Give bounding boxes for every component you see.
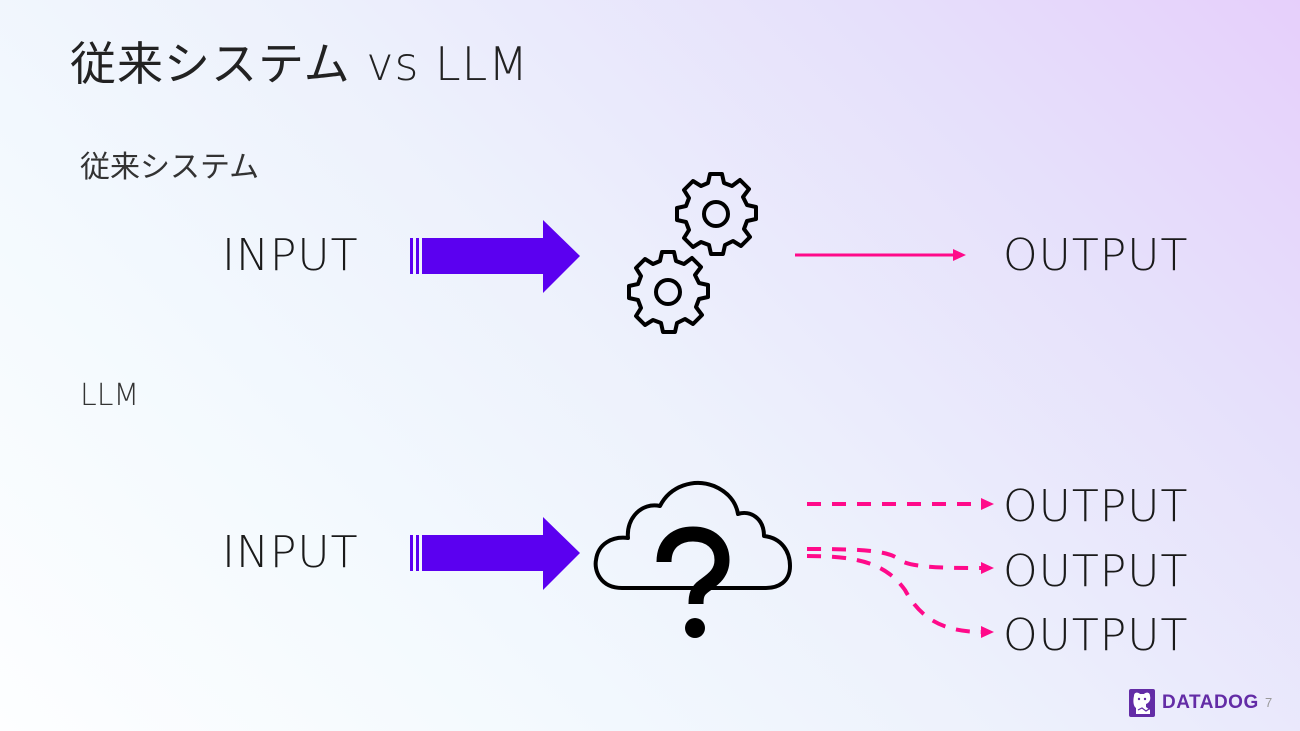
brand-name: DATADOG <box>1162 692 1259 713</box>
traditional-input-label: INPUT <box>222 230 359 281</box>
datadog-dog-icon <box>1129 689 1155 717</box>
section-heading-llm: LLM <box>80 378 140 413</box>
footer-brand: DATADOG <box>1128 688 1259 718</box>
gear-bottom-icon <box>627 250 710 334</box>
gear-top-icon <box>675 172 758 256</box>
traditional-output-arrow-icon <box>795 249 966 261</box>
cloud-question-icon <box>593 480 792 638</box>
llm-output-arrows-icon <box>806 498 994 638</box>
llm-input-label: INPUT <box>222 527 359 578</box>
llm-output-label-1: OUTPUT <box>1003 481 1189 532</box>
traditional-output-label: OUTPUT <box>1003 230 1189 281</box>
llm-input-arrow-icon <box>410 517 580 590</box>
traditional-input-arrow-icon <box>410 220 580 293</box>
page-number: 7 <box>1265 695 1273 710</box>
gears-icon <box>627 172 758 334</box>
llm-output-label-3: OUTPUT <box>1003 610 1189 661</box>
slide-title: 従来システム vs LLM <box>70 37 529 91</box>
llm-output-label-2: OUTPUT <box>1003 546 1189 597</box>
section-heading-traditional: 従来システム <box>80 150 260 185</box>
